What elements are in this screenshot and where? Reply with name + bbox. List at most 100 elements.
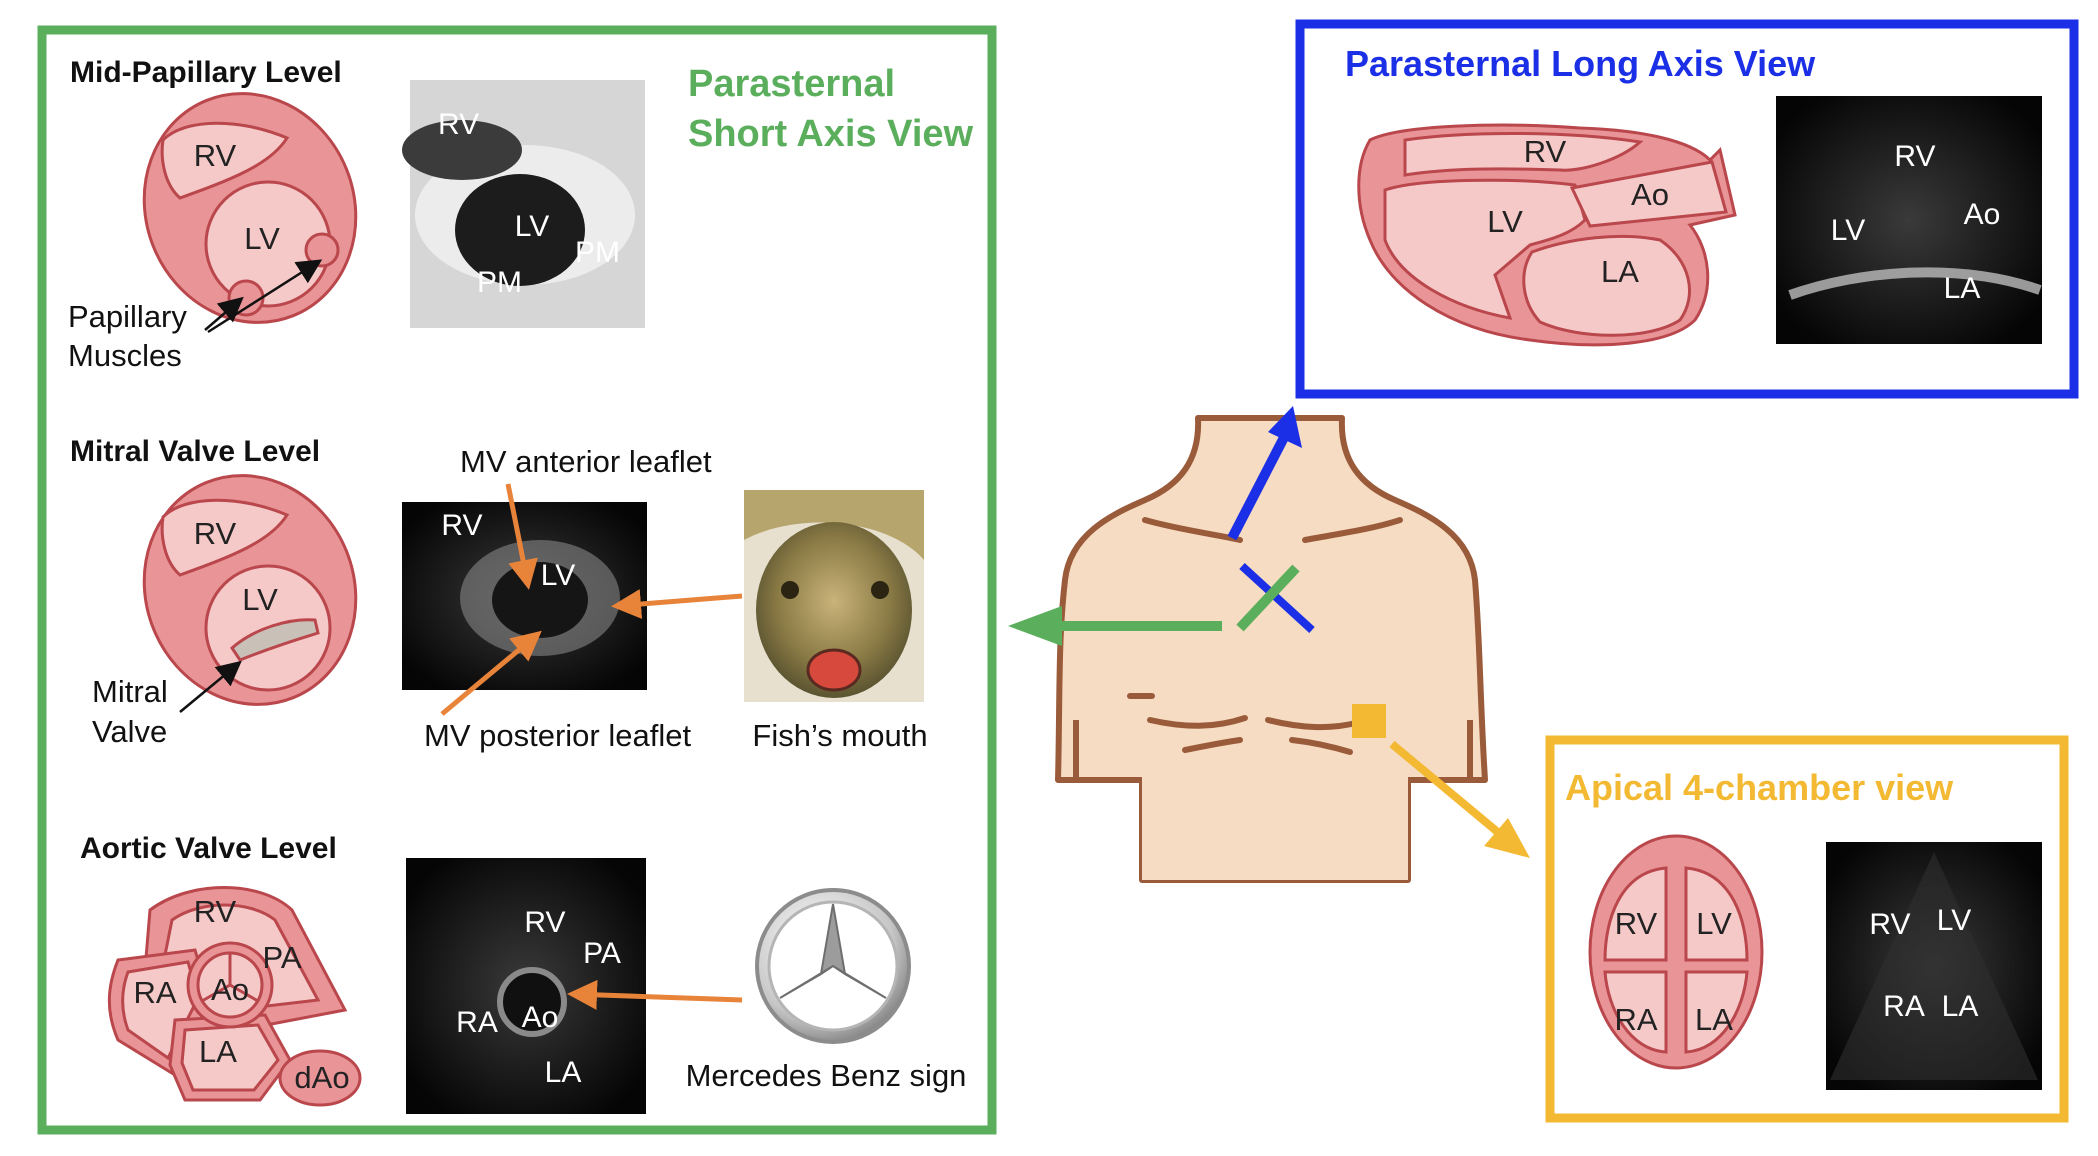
three-pointed-star bbox=[779, 903, 887, 999]
apical-border bbox=[1545, 735, 2069, 1123]
mitral-valve bbox=[230, 618, 320, 662]
fish-arrow bbox=[611, 589, 743, 619]
mid-papillary-header: Mid-Papillary Level bbox=[70, 56, 342, 89]
echo-aortic-root bbox=[497, 967, 567, 1037]
mercedes-caption: Mercedes Benz sign bbox=[686, 1058, 967, 1093]
pa-label: PA bbox=[262, 940, 301, 975]
lv-label: LV bbox=[242, 582, 278, 617]
rv-label: RV bbox=[1615, 906, 1658, 941]
rv-label: RV bbox=[194, 138, 237, 173]
papillary-callout-line1: Papillary bbox=[68, 299, 187, 334]
descending-aorta bbox=[278, 1049, 362, 1107]
la-label: LA bbox=[1695, 1002, 1733, 1037]
fish-mouth bbox=[806, 648, 862, 692]
echo-rv-label: RV bbox=[441, 509, 482, 542]
right-rib bbox=[1289, 737, 1353, 755]
rv-chamber bbox=[1403, 132, 1644, 177]
short-axis-probe-mark bbox=[1236, 564, 1300, 632]
la-cavity bbox=[180, 1023, 280, 1092]
aortic-schematic: RV PA RA Ao LA dAo bbox=[107, 886, 362, 1107]
rv-chamber bbox=[1603, 866, 1668, 962]
la-chamber bbox=[1684, 970, 1749, 1054]
echo-lv-label: LV bbox=[515, 210, 549, 243]
short-axis-panel: Parasternal Short Axis View Mid-Papillar… bbox=[37, 25, 997, 1135]
fish-scales bbox=[744, 490, 924, 560]
apical-title: Apical 4-chamber view bbox=[1565, 767, 1954, 808]
ao-label: Ao bbox=[211, 972, 249, 1007]
long-axis-arrowhead bbox=[1268, 406, 1302, 448]
ra-chamber bbox=[1603, 970, 1668, 1054]
mitral-callout-line2: Valve bbox=[92, 714, 167, 749]
short-axis-border bbox=[37, 25, 997, 1135]
short-axis-title-line2: Short Axis View bbox=[688, 113, 974, 155]
short-axis-title-line1: Parasternal bbox=[688, 63, 895, 105]
mercedes-logo bbox=[755, 888, 911, 1044]
echo-sector bbox=[1830, 852, 2038, 1080]
echo-ra-label: RA bbox=[456, 1006, 498, 1039]
anterior-leaflet-arrow bbox=[505, 483, 538, 590]
apical-probe-marker bbox=[1352, 704, 1386, 738]
mitral-schematic: RV LV Mitral Valve bbox=[92, 474, 358, 749]
rv-cavity bbox=[160, 121, 290, 200]
la-chamber bbox=[1522, 234, 1692, 337]
ao-label: Ao bbox=[1631, 177, 1669, 212]
mercedes-arrow bbox=[567, 979, 743, 1010]
apical-schematic: RV LV RA LA bbox=[1588, 834, 1764, 1070]
fish-eye bbox=[781, 581, 799, 599]
mid-papillary-schematic: RV LV Papillary Muscles bbox=[68, 92, 358, 373]
echo-pm-label: PM bbox=[575, 236, 620, 269]
rv-label: RV bbox=[194, 894, 237, 929]
echo-image bbox=[1776, 96, 2042, 344]
papillary-muscle bbox=[304, 232, 340, 268]
fish-caption: Fish’s mouth bbox=[752, 718, 927, 753]
echo-pm-label: PM bbox=[477, 266, 522, 299]
dao-label: dAo bbox=[294, 1060, 349, 1095]
posterior-leaflet-label: MV posterior leaflet bbox=[424, 718, 691, 753]
ra-label: RA bbox=[133, 975, 176, 1010]
lv-label: LV bbox=[1696, 906, 1732, 941]
posterior-leaflet-arrow bbox=[440, 630, 542, 716]
echo-ra-label: RA bbox=[1883, 990, 1925, 1023]
view-arrows bbox=[1008, 406, 1530, 858]
mid-papillary-echo: RV LV PM PM bbox=[402, 80, 645, 328]
echo-rv-label: RV bbox=[1869, 908, 1910, 941]
anterior-leaflet-label: MV anterior leaflet bbox=[460, 444, 712, 479]
fish-photo bbox=[744, 490, 924, 702]
echo-wall bbox=[1788, 267, 2042, 300]
rv-cavity bbox=[160, 498, 290, 577]
apical-echo: RV LV RA LA bbox=[1826, 842, 2042, 1090]
apical-panel: Apical 4-chamber view RV LV RA LA RV LV … bbox=[1545, 735, 2069, 1123]
left-rib bbox=[1182, 737, 1243, 753]
mitral-echo: RV LV bbox=[402, 502, 647, 690]
echo-ao-label: Ao bbox=[522, 1001, 559, 1034]
echo-rv-label: RV bbox=[524, 906, 565, 939]
echo-rv-label: RV bbox=[438, 108, 479, 141]
echo-la-label: LA bbox=[1944, 272, 1981, 305]
callout-arrow bbox=[204, 296, 244, 331]
lv-chamber bbox=[1383, 178, 1587, 320]
aortic-valve-section: Aortic Valve Level RV PA RA Ao LA dAo bbox=[80, 832, 966, 1114]
apical-arrowhead bbox=[1484, 818, 1530, 858]
apical-arrow-shaft bbox=[1389, 740, 1503, 838]
left-pectoral bbox=[1147, 715, 1248, 729]
long-axis-probe-mark bbox=[1239, 563, 1315, 633]
echo-ao-label: Ao bbox=[1964, 198, 2001, 231]
mitral-callout-line1: Mitral bbox=[92, 674, 168, 709]
la-label: LA bbox=[1601, 254, 1639, 289]
mitral-valve-section: Mitral Valve Level RV LV Mitral Valve RV… bbox=[70, 435, 928, 753]
aortic-header: Aortic Valve Level bbox=[80, 832, 337, 865]
echo-rv-label: RV bbox=[1894, 140, 1935, 173]
echo-lv-label: LV bbox=[1937, 904, 1971, 937]
la-label: LA bbox=[199, 1034, 237, 1069]
rv-label: RV bbox=[194, 516, 237, 551]
right-pectoral bbox=[1265, 717, 1363, 731]
rv-label: RV bbox=[1524, 134, 1567, 169]
lv-chamber bbox=[1684, 866, 1749, 962]
echo-lv-label: LV bbox=[541, 559, 575, 592]
fish-head bbox=[756, 522, 912, 698]
long-axis-echo: RV LV Ao LA bbox=[1776, 96, 2042, 344]
ra-label: RA bbox=[1614, 1002, 1657, 1037]
aortic-cusps bbox=[201, 953, 259, 1003]
long-axis-schematic: RV LV Ao LA bbox=[1357, 123, 1737, 347]
echo-rv-cavity bbox=[402, 120, 522, 180]
